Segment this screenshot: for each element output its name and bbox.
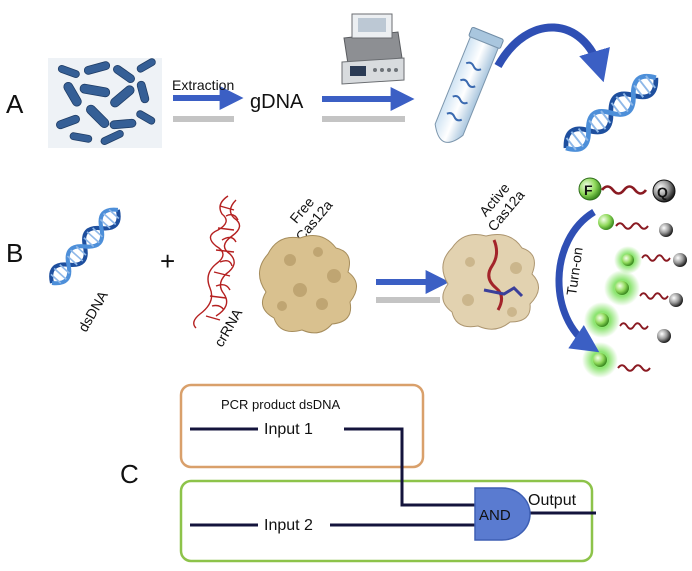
reporter-probe-icon: F Q [578,177,687,378]
crrna-icon [193,195,241,329]
crrna-label: crRNA [211,305,246,349]
input1-box [179,383,425,469]
input2-box [179,479,594,563]
input1-label: Input 1 [264,421,313,438]
fluorophore-label: F [584,182,593,198]
and-gate-icon [474,487,531,541]
logic-wires [190,427,596,527]
turn-on-arrow [555,209,600,353]
dsdna-helix-icon [46,204,125,289]
tube-icon [434,26,504,143]
activation-arrow [376,270,450,303]
turn-on-label: Turn-on [563,246,586,296]
panel-a-letter: A [6,89,24,119]
panel-c-letter: C [120,459,139,489]
and-gate-label: AND [479,507,511,524]
gdna-label: gDNA [250,91,304,113]
active-cas12a-protein-icon [442,234,539,330]
free-cas12a-protein-icon [259,235,357,334]
bacteria-image [48,58,162,148]
dsdna-label: dsDNA [75,288,111,335]
pcr-arrow [322,87,415,122]
dna-helix-icon [560,70,662,156]
panel-b-letter: B [6,238,23,268]
output-label: Output [528,492,577,509]
curved-arrow [494,23,610,83]
quencher-label: Q [657,184,668,200]
plus-sign: + [160,246,175,276]
pcr-product-title: PCR product dsDNA [221,397,341,412]
extraction-label: Extraction [172,77,234,93]
input2-label: Input 2 [264,517,313,534]
thermocycler-icon [341,13,405,85]
extraction-arrow [173,86,244,122]
